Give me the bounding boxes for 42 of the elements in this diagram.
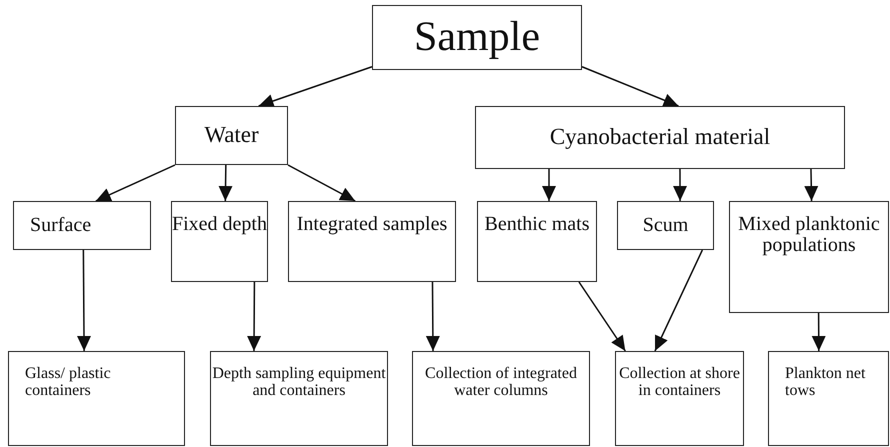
- arrow: [654, 250, 704, 352]
- process-box: [615, 351, 744, 446]
- box-label: Cyanobacterial material: [550, 125, 770, 150]
- arrow: [673, 169, 688, 201]
- process-box: [729, 201, 889, 313]
- process-box: [475, 106, 845, 169]
- process-box: [768, 351, 889, 446]
- process-box: [210, 351, 388, 446]
- box-label: Collection at shore in containers: [618, 366, 741, 400]
- box-label: Benthic mats: [484, 214, 590, 235]
- arrow: [804, 168, 818, 202]
- box-label: Sample: [414, 15, 540, 60]
- arrow: [812, 313, 826, 351]
- arrow: [247, 282, 262, 351]
- arrow: [288, 164, 356, 202]
- arrow: [578, 282, 626, 352]
- box-label: Water: [204, 123, 259, 148]
- box-label: Depth sampling equipment and containers: [211, 366, 387, 400]
- process-box: [412, 351, 590, 446]
- arrow: [95, 164, 176, 202]
- arrow: [258, 66, 372, 108]
- process-box: [288, 201, 456, 282]
- process-box: [372, 5, 582, 70]
- process-box: [175, 106, 288, 165]
- box-label: Fixed depth: [172, 214, 267, 235]
- box-label: Surface: [30, 215, 92, 236]
- box-label: Glass/ plastic containers: [25, 366, 112, 400]
- process-box: [8, 351, 185, 446]
- box-label: Integrated samples: [296, 214, 448, 235]
- arrow: [582, 66, 679, 107]
- process-box: [617, 201, 714, 250]
- box-label: Collection of integrated water columns: [424, 366, 578, 400]
- box-label: Scum: [642, 215, 688, 236]
- process-box: [171, 201, 268, 282]
- arrow: [542, 169, 556, 201]
- box-label: Mixed planktonic populations: [737, 214, 881, 256]
- box-label: Plankton net tows: [785, 366, 866, 400]
- process-box: [477, 201, 597, 282]
- arrow: [426, 282, 440, 351]
- process-box: [13, 201, 151, 250]
- arrow: [218, 164, 233, 202]
- arrow: [77, 250, 91, 351]
